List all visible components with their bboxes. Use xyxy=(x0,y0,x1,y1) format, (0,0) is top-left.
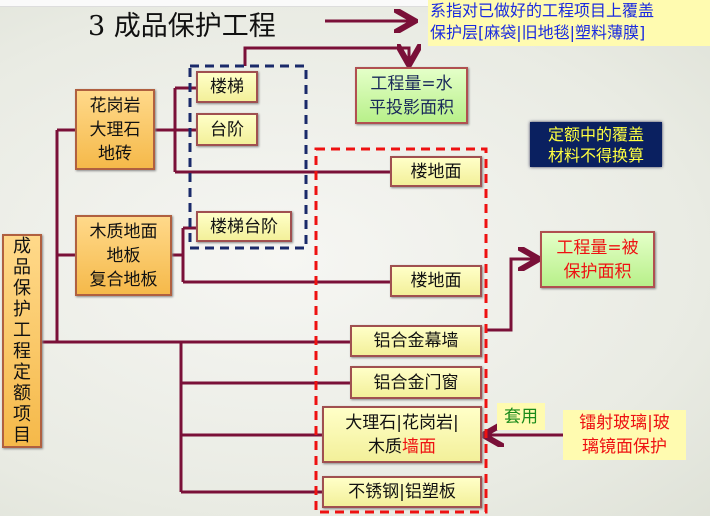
item-floor-2: 楼地面 xyxy=(390,265,482,297)
stone-line3: 地砖 xyxy=(98,143,132,164)
wood-line2: 地板 xyxy=(106,245,141,266)
item-doors-windows: 铝合金门窗 xyxy=(350,366,482,399)
protected-line1: 工程量=被 xyxy=(556,237,639,258)
glass-line1: 镭射玻璃|玻 xyxy=(579,413,670,433)
definition-line1: 系指对已做好的工程项目上覆盖 xyxy=(430,1,655,20)
note-glass: 镭射玻璃|玻璃镜面保护 xyxy=(563,410,686,460)
group-stone: 花岗岩大理石地砖 xyxy=(75,89,155,170)
horizontal-line2: 平投影面积 xyxy=(369,97,454,118)
item-curtain-wall: 铝合金幕墙 xyxy=(350,325,482,357)
wall-line2-highlight: 墙面 xyxy=(402,436,436,457)
page-title: 3 成品保护工程 xyxy=(88,11,276,42)
note-apply: 套用 xyxy=(497,403,545,430)
item-wall: 大理石|花岗岩| 木质墙面 xyxy=(322,406,482,463)
note-protected-area: 工程量=被保护面积 xyxy=(540,231,655,288)
item-stair-steps: 楼梯台阶 xyxy=(196,211,292,242)
stone-line2: 大理石 xyxy=(89,119,141,140)
wood-line1: 木质地面 xyxy=(89,221,158,242)
protected-line2: 保护面积 xyxy=(563,261,632,282)
note-no-swap: 定额中的覆盖材料不得换算 xyxy=(530,122,662,167)
group-wood: 木质地面地板复合地板 xyxy=(75,215,172,296)
root-label: 成品保护工程定额项目 xyxy=(13,236,31,446)
item-floor-1: 楼地面 xyxy=(390,156,482,187)
area-group-dashed xyxy=(314,147,488,514)
note-horizontal-area: 工程量=水平投影面积 xyxy=(355,67,468,124)
item-stairs: 楼梯 xyxy=(196,71,258,103)
no-swap-line1: 定额中的覆盖 xyxy=(547,124,644,144)
definition-line2: 保护层[麻袋|旧地毯|塑料薄膜] xyxy=(430,23,646,42)
no-swap-line2: 材料不得换算 xyxy=(547,145,644,165)
horizontal-line1: 工程量=水 xyxy=(370,73,453,94)
top-band xyxy=(0,0,710,7)
stone-line1: 花岗岩 xyxy=(89,95,141,116)
root-box: 成品保护工程定额项目 xyxy=(2,234,42,448)
item-steps: 台阶 xyxy=(196,113,258,146)
item-steel: 不锈钢|铝塑板 xyxy=(322,476,482,508)
wall-line2-prefix: 木质 xyxy=(368,436,402,457)
wood-line3: 复合地板 xyxy=(89,269,158,290)
definition-note: 系指对已做好的工程项目上覆盖 保护层[麻袋|旧地毯|塑料薄膜] xyxy=(428,0,710,46)
glass-line2: 璃镜面保护 xyxy=(582,437,667,457)
wall-line1: 大理石|花岗岩| xyxy=(345,412,459,433)
